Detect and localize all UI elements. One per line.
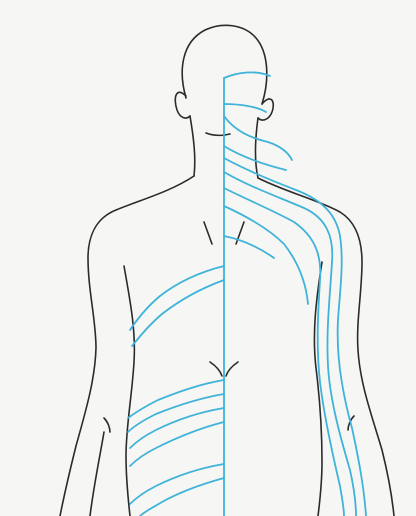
back-view-illustration <box>0 0 416 516</box>
dermatome-figure <box>0 0 416 516</box>
